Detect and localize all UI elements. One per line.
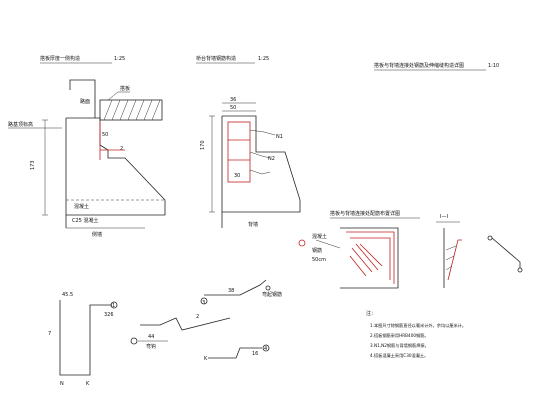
- figure-1-vertical-dimension: 173: [30, 160, 36, 170]
- rebar-n1-label: N1: [276, 134, 283, 140]
- figure-1-top-dimension: 50: [102, 132, 108, 138]
- figure-2-side-dimension: 170: [200, 140, 206, 150]
- rebar-3-tag: 3: [202, 300, 205, 306]
- figure-2-top-dim-1: 36: [230, 97, 236, 103]
- callout-b-label: 钢筋: [312, 247, 322, 254]
- rebar-3-shape: [204, 279, 267, 296]
- abutment-body: [65, 117, 166, 216]
- figure-2-section: 桥台背墙钢筋构造 1:25 36 50 背墙 N1 N2 170 30: [196, 55, 301, 228]
- rebar-1-top-dim: 45.5: [62, 292, 73, 298]
- figure-1-rebar-tag: 2: [120, 146, 123, 152]
- n3-leader: [249, 169, 271, 175]
- figure-3-scale: 1:10: [488, 63, 499, 69]
- rebar-1-n-label: N: [60, 381, 64, 387]
- joint-detail-outline: [340, 227, 399, 289]
- note-line-4: 4.搭板混凝土采用C30混凝土。: [370, 352, 428, 359]
- top-elevation-label: 路基顶标高: [8, 121, 33, 128]
- rebar-2-note: 弯钩: [146, 343, 156, 350]
- figure-3-section-title: 搭板与背墙连接处配筋布置详图: [330, 210, 400, 217]
- rebar-details: 45.5 7 1 326 N K 2 44 弯钩 38 3 弯起钢筋 16 4 …: [48, 279, 282, 387]
- bent-bar-sketch: [491, 237, 521, 268]
- note-line-1: 1.本图尺寸除钢筋直径以毫米计外，余均以厘米计。: [370, 322, 466, 329]
- rebar-1-k-label: K: [86, 381, 90, 387]
- road-base-outline: [69, 79, 96, 118]
- figure-1-footing-label: C25 混凝土: [72, 217, 98, 224]
- rebar-n2-label: N2: [268, 156, 275, 162]
- callout-a-leader: [315, 239, 341, 249]
- figure-3-dimension: 50cm: [312, 257, 326, 263]
- road-surface-label: 路面: [80, 98, 90, 105]
- rebar-1-shape: [59, 300, 112, 376]
- joint-hatch: [349, 243, 383, 277]
- slab-label: 搭板: [120, 85, 130, 92]
- approach-slab-hatch: [103, 99, 161, 121]
- back-wall-body: [221, 115, 301, 213]
- note-line-2: 2.搭板钢筋采用HRB400钢筋。: [370, 332, 429, 339]
- joint-rebar-2: [350, 237, 391, 280]
- rebar-4-shape: [208, 347, 262, 359]
- rebar-1-side-dim: 7: [48, 331, 51, 337]
- rebar-3-length: 38: [228, 288, 234, 294]
- figure-3-title: 搭板与背墙连接处钢筋及伸缩缝构造详图: [374, 62, 464, 69]
- callout-a-label: 混凝土: [312, 233, 327, 240]
- n2-leader: [249, 151, 271, 159]
- figure-2-title: 桥台背墙钢筋构造: [196, 55, 236, 62]
- rebar-2-top: 44: [148, 334, 154, 340]
- figure-1-scale: 1:25: [114, 56, 125, 62]
- notes-block: 注： 1.本图尺寸除钢筋直径以毫米计外，余均以厘米计。 2.搭板钢筋采用HRB4…: [366, 310, 466, 359]
- joint-rebar-1: [346, 231, 395, 284]
- rebar-4-k-label: K: [204, 356, 208, 362]
- rebar-4-length: 16: [252, 351, 258, 357]
- section-hatch: [445, 245, 457, 271]
- section-rebar: [447, 239, 462, 281]
- figure-2-scale: 1:25: [258, 56, 269, 62]
- figure-2-bottom-label: 背墙: [248, 221, 258, 228]
- figure-2-top-dim-2: 50: [230, 105, 236, 111]
- rebar-2-shape: [140, 317, 231, 331]
- slab-leader: [107, 91, 130, 101]
- rebar-1-tag: 1: [112, 303, 115, 309]
- note-line-3: 3.N1,N2钢筋与背墙钢筋焊接。: [370, 342, 429, 349]
- section-mark: Ⅰ—Ⅰ: [440, 214, 448, 220]
- n1-leader: [249, 129, 276, 136]
- figure-1-bottom-label: 侧墙: [92, 231, 102, 238]
- notes-heading: 注：: [366, 310, 376, 317]
- figure-3-section: 搭板与背墙连接处钢筋及伸缩缝构造详图 1:10 搭板与背墙连接处配筋布置详图 混…: [298, 62, 523, 289]
- rebar-1-length: 326: [104, 312, 114, 318]
- rebar-2-tag: 2: [196, 314, 199, 320]
- rebar-4-tag: 4: [264, 346, 267, 352]
- figure-1-title: 搭板厚度一侧构造: [40, 55, 80, 62]
- rebar-3-note: 弯起钢筋: [262, 291, 282, 298]
- figure-2-mid-dimension: 30: [234, 173, 240, 179]
- figure-1-base-label: 混凝土: [74, 203, 89, 210]
- approach-slab: [99, 99, 163, 121]
- callout-a-marker: [298, 239, 306, 247]
- figure-1-section: 搭板厚度一侧构造 1:25 路面 搭板 路基顶标高 50 2 173: [8, 55, 166, 238]
